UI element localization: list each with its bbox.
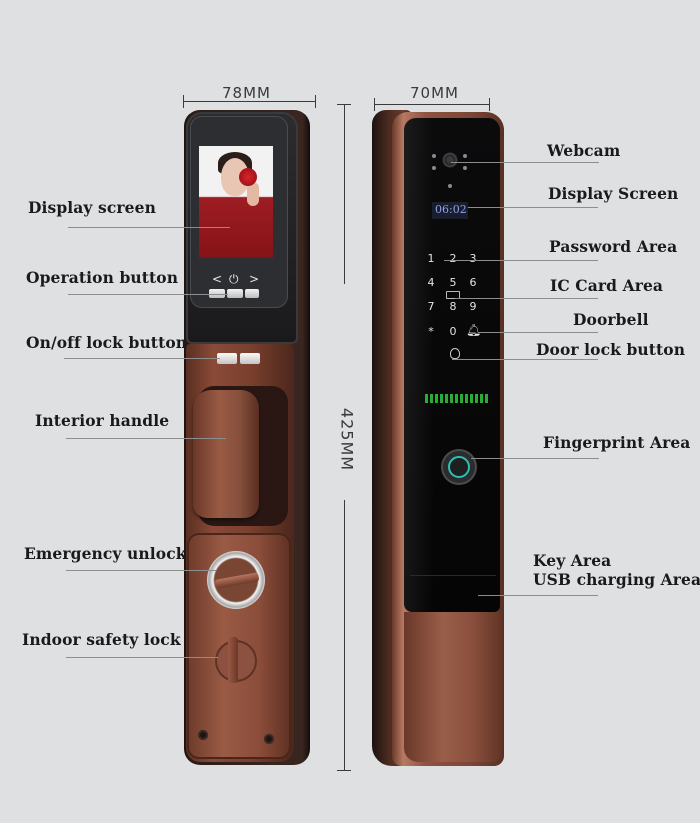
interior-width-dimension-line: [183, 101, 315, 102]
label-fingerprint-area: Fingerprint Area: [543, 433, 691, 452]
label-emergency-unlock: Emergency unlock: [24, 544, 187, 563]
exterior-handle-grip[interactable]: [404, 612, 502, 762]
height-label: 425MM: [337, 407, 357, 472]
leader-line: [468, 207, 598, 208]
leader-line: [478, 595, 598, 596]
ir-led-icon: [432, 154, 436, 158]
screw-icon: [264, 734, 274, 744]
leader-line: [66, 657, 218, 658]
height-dimension-line-bottom: [344, 500, 345, 770]
interior-handle[interactable]: [193, 390, 259, 518]
webcam-icon: [442, 152, 458, 168]
leader-line: [478, 332, 598, 333]
height-dimension-line-top: [344, 104, 345, 284]
keypad-key-7[interactable]: 7: [427, 300, 435, 313]
fingerprint-icon: [448, 456, 470, 478]
leader-line: [471, 458, 599, 459]
ir-led-icon: [432, 166, 436, 170]
ir-led-icon: [463, 154, 467, 158]
keypad-key-4[interactable]: 4: [427, 276, 435, 289]
label-door-lock-button: Door lock button: [536, 340, 686, 359]
label-display-screen: Display screen: [28, 198, 156, 217]
label-key-area: Key Area: [533, 551, 612, 570]
interior-display-screen[interactable]: [199, 146, 273, 258]
label-password-area: Password Area: [549, 237, 678, 256]
label-interior-handle: Interior handle: [35, 411, 170, 430]
label-operation-button: Operation button: [26, 268, 179, 287]
power-icon[interactable]: ⏻: [229, 272, 239, 286]
keypad-key-5[interactable]: 5: [449, 276, 457, 289]
dim-tick: [183, 95, 184, 108]
leader-line: [68, 227, 230, 228]
status-led-strip: [425, 394, 489, 403]
label-webcam: Webcam: [547, 141, 621, 160]
label-doorbell: Doorbell: [573, 310, 649, 329]
leader-line: [444, 260, 598, 261]
label-onoff-lock-button: On/off lock button: [26, 333, 188, 352]
key-cover-seam: [410, 575, 496, 576]
label-ic-card-area: IC Card Area: [550, 276, 664, 295]
exterior-width-dimension-line: [374, 104, 490, 105]
indoor-safety-lock-bar: [228, 637, 238, 683]
leader-line: [455, 298, 598, 299]
label-usb-charging-area: USB charging Area: [533, 570, 700, 589]
leader-line: [452, 359, 598, 360]
leader-line: [66, 438, 226, 439]
label-indoor-safety-lock: Indoor safety lock: [22, 630, 181, 649]
leader-line: [451, 162, 599, 163]
operation-button-right[interactable]: [245, 289, 259, 298]
leader-line: [68, 294, 228, 295]
interior-width-label: 78MM: [222, 84, 271, 102]
keypad-key-8[interactable]: 8: [449, 300, 457, 313]
photo-hand: [247, 182, 259, 206]
keypad-key-1[interactable]: 1: [427, 252, 435, 265]
dim-tick: [489, 98, 490, 111]
exterior-glass-panel: [404, 118, 500, 612]
dim-tick: [315, 95, 316, 108]
dim-tick: [374, 98, 375, 111]
door-lock-icon[interactable]: [450, 348, 460, 359]
exterior-display-screen: 06:02: [432, 202, 468, 219]
onoff-lock-button-left[interactable]: [217, 353, 237, 364]
operation-button-middle[interactable]: [227, 289, 243, 298]
keypad-key-3[interactable]: 3: [469, 252, 477, 265]
doorbell-icon[interactable]: 🔔︎: [466, 323, 482, 337]
next-arrow-icon[interactable]: >: [249, 272, 260, 286]
operation-button-left[interactable]: [209, 289, 225, 298]
exterior-width-label: 70MM: [410, 84, 459, 102]
label-display-screen-ext: Display Screen: [548, 184, 679, 203]
display-time: 06:02: [435, 203, 467, 216]
glass-sheen: [404, 118, 434, 612]
photo-rose: [239, 168, 257, 186]
keypad-key-9[interactable]: 9: [469, 300, 477, 313]
sensor-icon: [448, 184, 452, 188]
screw-icon: [198, 730, 208, 740]
dim-tick: [337, 770, 351, 771]
keypad-key-0[interactable]: 0: [449, 325, 457, 338]
keypad-key-star[interactable]: *: [428, 325, 434, 338]
ir-led-icon: [463, 166, 467, 170]
ic-card-icon: [446, 291, 460, 299]
leader-line: [66, 570, 216, 571]
onoff-lock-button-right[interactable]: [240, 353, 260, 364]
keypad-key-6[interactable]: 6: [469, 276, 477, 289]
keypad-key-2[interactable]: 2: [449, 252, 457, 265]
leader-line: [64, 358, 220, 359]
prev-arrow-icon[interactable]: <: [212, 272, 223, 286]
